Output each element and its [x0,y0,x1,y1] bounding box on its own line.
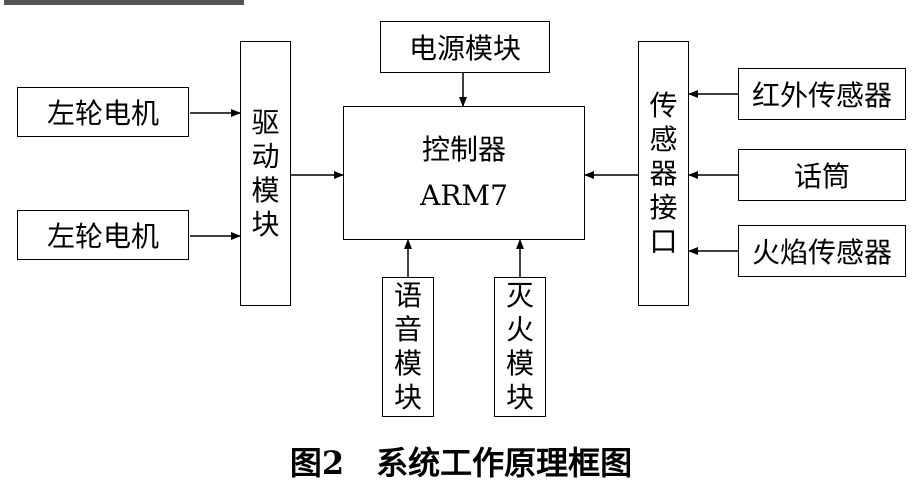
flame-sensor-label: 火焰传感器 [751,236,892,269]
power-block: 电源模块 [380,21,550,73]
microphone-block: 话筒 [738,149,906,201]
sensor-interface-label: 传感器接口 [649,88,678,258]
driver-label: 驱动模块 [251,105,280,241]
ir-sensor-block: 红外传感器 [738,68,906,120]
power-label: 电源模块 [408,32,521,65]
ir-sensor-label: 红外传感器 [751,79,892,112]
left-motor-block-2: 左轮电机 [17,210,189,260]
controller-label: 控制器 [421,133,506,166]
left-motor-block-1: 左轮电机 [17,87,189,137]
microphone-label: 话筒 [793,160,850,193]
voice-module-label: 语音模块 [393,279,422,414]
voice-module-block: 语音模块 [382,277,434,417]
extinguish-module-block: 灭火模块 [494,277,546,417]
left-motor-label-1: 左轮电机 [46,97,159,130]
controller-block: 控制器 ARM7 [343,106,585,240]
sensor-interface-block: 传感器接口 [638,41,689,306]
extinguish-module-label: 灭火模块 [505,279,534,414]
flame-sensor-block: 火焰传感器 [738,225,906,277]
figure-caption: 图2 系统工作原理框图 [289,444,633,482]
left-motor-label-2: 左轮电机 [46,220,159,253]
cropped-text-fragment [4,0,244,5]
controller-model: ARM7 [420,179,508,212]
driver-block: 驱动模块 [240,41,291,306]
